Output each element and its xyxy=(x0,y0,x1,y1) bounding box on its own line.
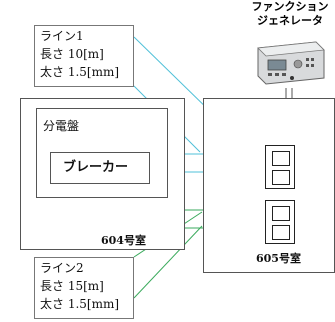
generator-title-line1: ファンクション xyxy=(251,0,329,13)
line2-name: ライン2 xyxy=(40,261,84,275)
outlet-lower-socket-bottom xyxy=(272,225,290,240)
panel-label: 分電盤 xyxy=(43,119,80,133)
room-605-label: 605号室 xyxy=(256,252,301,265)
outlet-lower-socket-top xyxy=(272,206,290,221)
function-generator-device xyxy=(254,34,326,88)
room-604-label: 604号室 xyxy=(101,234,146,247)
line2-info-box: ライン2 長さ 15[m] 太さ 1.5[mm] xyxy=(34,257,134,319)
line2-thickness: 太さ 1.5[mm] xyxy=(40,297,120,311)
line2-length: 長さ 15[m] xyxy=(40,279,104,293)
outlet-lower xyxy=(265,200,295,244)
line1-length: 長さ 10[m] xyxy=(40,47,104,61)
breaker: ブレーカー xyxy=(50,152,150,184)
distribution-panel: 分電盤 xyxy=(36,108,168,198)
outlet-upper-socket-top xyxy=(272,151,290,166)
line1-info-box: ライン1 長さ 10[m] 太さ 1.5[mm] xyxy=(34,25,134,87)
line1-thickness: 太さ 1.5[mm] xyxy=(40,65,120,79)
line2-callout-lower xyxy=(133,225,203,299)
line1-name: ライン1 xyxy=(40,29,84,43)
outlet-upper xyxy=(265,145,295,189)
generator-title-line2: ジェネレータ xyxy=(257,14,323,27)
function-generator-icon xyxy=(257,41,325,85)
breaker-label: ブレーカー xyxy=(63,160,129,175)
outlet-upper-socket-bottom xyxy=(272,170,290,185)
